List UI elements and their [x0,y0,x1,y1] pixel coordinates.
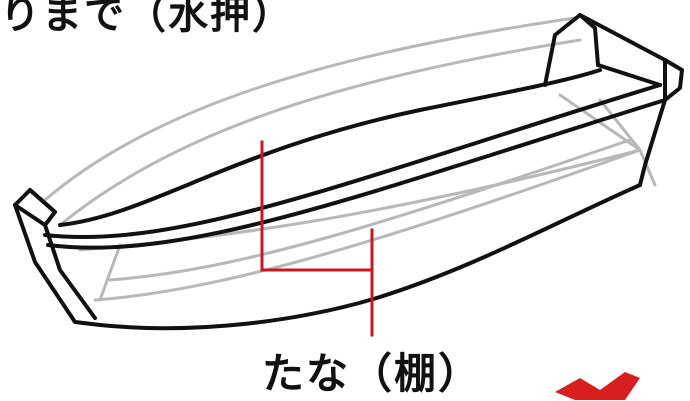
shelf-label: たな（棚） [262,349,483,398]
check-mark-icon [555,372,640,400]
top-left-caption: りまで（水押） [0,0,294,38]
shelf-pointer [260,140,374,337]
boat-inner-lines [43,16,657,302]
boat-outline [13,13,684,331]
